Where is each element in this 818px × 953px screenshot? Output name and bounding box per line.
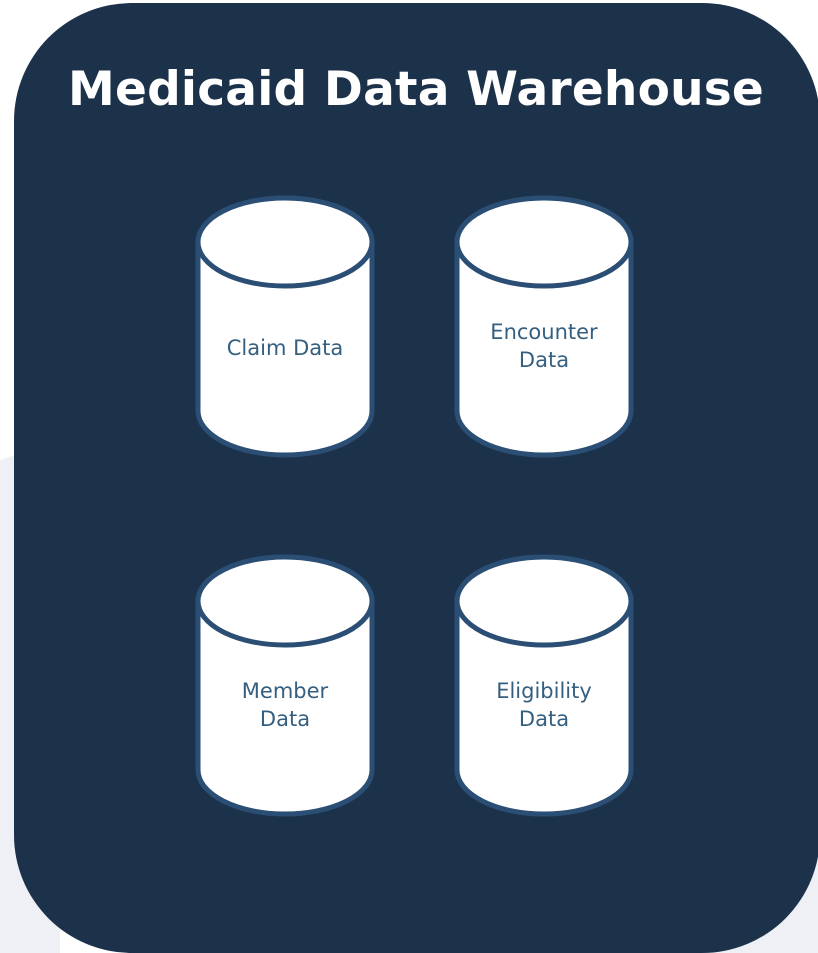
database-encounter-data: Encounter Data xyxy=(454,195,634,458)
database-label: Eligibility Data xyxy=(496,679,592,731)
database-label: Member Data xyxy=(241,679,329,731)
database-label: Claim Data xyxy=(226,336,344,360)
database-eligibility-data: Eligibility Data xyxy=(454,554,634,817)
cylinder-top xyxy=(195,554,375,648)
database-cylinder-icon xyxy=(195,195,375,458)
cylinder-top xyxy=(454,195,634,289)
database-cylinder-icon xyxy=(454,554,634,817)
database-claim-data: Claim Data xyxy=(195,195,375,458)
database-label: Encounter Data xyxy=(490,320,598,372)
cylinder-top xyxy=(195,195,375,289)
database-cylinder-icon xyxy=(195,554,375,817)
warehouse-title: Medicaid Data Warehouse xyxy=(68,62,764,117)
database-cylinder-icon xyxy=(454,195,634,458)
database-member-data: Member Data xyxy=(195,554,375,817)
cylinder-top xyxy=(454,554,634,648)
warehouse-panel xyxy=(14,3,818,953)
